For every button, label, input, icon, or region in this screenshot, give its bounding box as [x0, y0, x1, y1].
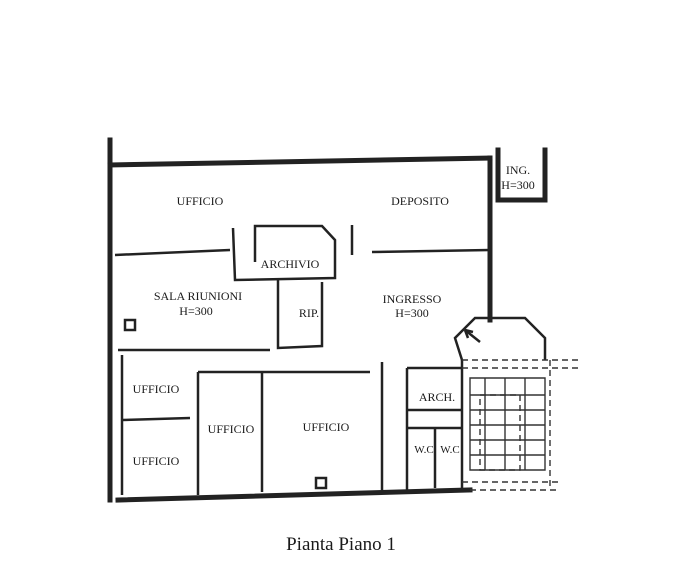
label-ing: ING. [506, 163, 530, 177]
label-ing-height: H=300 [501, 178, 534, 192]
plan-caption: Pianta Piano 1 [286, 534, 396, 555]
label-arch: ARCH. [419, 390, 455, 404]
room-labels: UFFICIO DEPOSITO ING. H=300 ARCHIVIO SAL… [133, 163, 535, 468]
label-sala-riunioni-height: H=300 [179, 304, 212, 318]
label-ufficio-left-upper: UFFICIO [133, 382, 180, 396]
label-ufficio-center: UFFICIO [303, 420, 350, 434]
label-ufficio-top: UFFICIO [177, 194, 224, 208]
label-rip: RIP. [299, 306, 319, 320]
entrance-lobby [453, 316, 547, 361]
label-sala-riunioni: SALA RIUNIONI [154, 289, 242, 303]
staircase [462, 359, 580, 491]
label-deposito: DEPOSITO [391, 194, 449, 208]
label-ufficio-mid: UFFICIO [208, 422, 255, 436]
label-ingresso-height: H=300 [395, 306, 428, 320]
label-ingresso: INGRESSO [383, 292, 442, 306]
label-ufficio-left-lower: UFFICIO [133, 454, 180, 468]
interior-walls [114, 224, 491, 495]
label-wc-2: W.C [440, 444, 459, 456]
label-wc-1: W.C [414, 444, 433, 456]
exterior-walls [107, 137, 548, 503]
label-archivio: ARCHIVIO [261, 257, 320, 271]
